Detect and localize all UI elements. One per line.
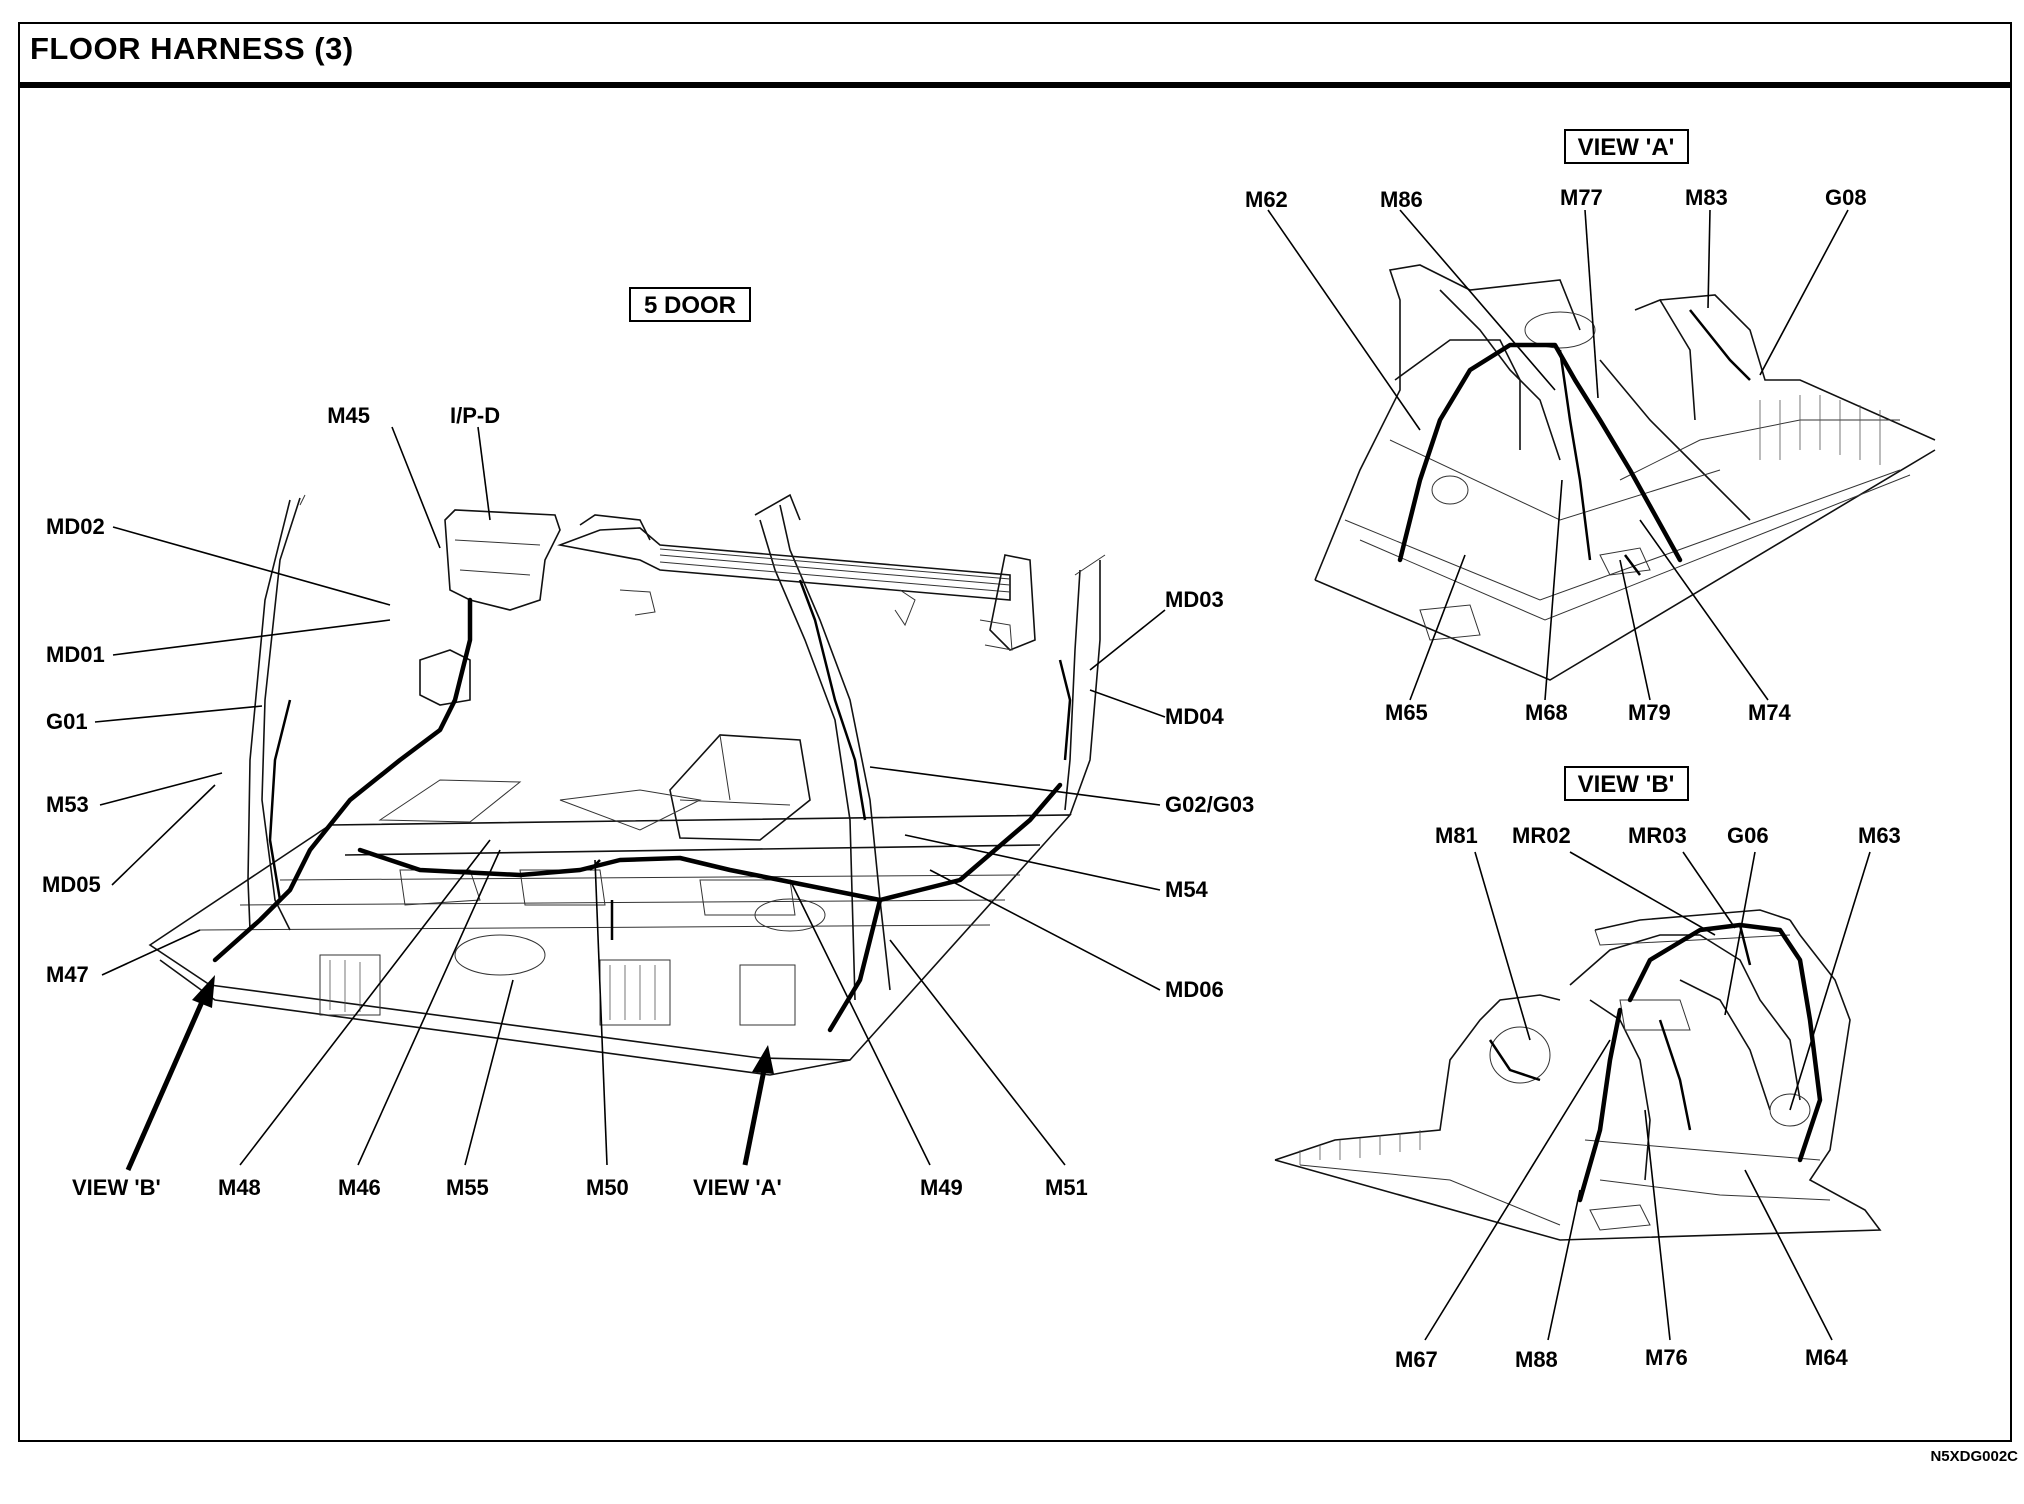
label-m76: M76 xyxy=(1645,1345,1688,1370)
header-rule xyxy=(18,82,2012,88)
label-md01: MD01 xyxy=(46,642,105,667)
label-m49: M49 xyxy=(920,1175,963,1200)
label-m83: M83 xyxy=(1685,185,1728,210)
label-m74: M74 xyxy=(1748,700,1792,725)
view-arrows xyxy=(125,975,774,1172)
label-mr03: MR03 xyxy=(1628,823,1687,848)
ip-crossbar-drawing xyxy=(419,509,1036,706)
floor-harness-route xyxy=(212,579,1072,1033)
view-a-panel: VIEW 'A' xyxy=(1245,129,1936,725)
label-m55: M55 xyxy=(446,1175,489,1200)
label-view-b-ref: VIEW 'B' xyxy=(72,1175,161,1200)
label-md06: MD06 xyxy=(1165,977,1224,1002)
label-m64: M64 xyxy=(1805,1345,1849,1370)
label-g08: G08 xyxy=(1825,185,1867,210)
label-m51: M51 xyxy=(1045,1175,1088,1200)
label-ip-d: I/P-D xyxy=(450,403,500,428)
view-a-drawing xyxy=(1314,264,1936,681)
label-m63: M63 xyxy=(1858,823,1901,848)
view-a-box xyxy=(1564,129,1689,164)
label-mr02: MR02 xyxy=(1512,823,1571,848)
label-m50: M50 xyxy=(586,1175,629,1200)
view-a-harness xyxy=(1397,309,1751,576)
label-md02: MD02 xyxy=(46,514,105,539)
sheet-title: FLOOR HARNESS (3) xyxy=(30,31,354,66)
label-m62: M62 xyxy=(1245,187,1288,212)
main-vehicle-view: 5 DOOR xyxy=(42,287,1254,1200)
label-m77: M77 xyxy=(1560,185,1603,210)
label-m54: M54 xyxy=(1165,877,1209,902)
label-m46: M46 xyxy=(338,1175,381,1200)
main-view-leaders xyxy=(94,426,1166,1166)
view-a-box-label: VIEW 'A' xyxy=(1578,134,1675,161)
five-door-label: 5 DOOR xyxy=(644,292,736,319)
view-b-box xyxy=(1564,766,1689,801)
label-md03: MD03 xyxy=(1165,587,1224,612)
view-b-panel: VIEW 'B' xyxy=(1274,766,1901,1372)
view-b-drawing xyxy=(1274,909,1882,1241)
floor-pan-drawing xyxy=(148,734,1072,1076)
label-m47: M47 xyxy=(46,962,89,987)
view-b-leaders xyxy=(1424,851,1871,1341)
label-md05: MD05 xyxy=(42,872,101,897)
label-md04: MD04 xyxy=(1165,704,1224,729)
label-g01: G01 xyxy=(46,709,88,734)
label-m53: M53 xyxy=(46,792,89,817)
label-m68: M68 xyxy=(1525,700,1568,725)
view-b-box-label: VIEW 'B' xyxy=(1578,771,1675,798)
label-view-a-ref: VIEW 'A' xyxy=(693,1175,782,1200)
label-m81: M81 xyxy=(1435,823,1478,848)
five-door-box xyxy=(629,287,751,322)
view-b-harness xyxy=(1488,922,1823,1203)
label-m48: M48 xyxy=(218,1175,261,1200)
label-m88: M88 xyxy=(1515,1347,1558,1372)
label-m86: M86 xyxy=(1380,187,1423,212)
sheet-border xyxy=(18,22,2012,1442)
label-m65: M65 xyxy=(1385,700,1428,725)
label-m67: M67 xyxy=(1395,1347,1438,1372)
drawing-code: N5XDG002C xyxy=(1930,1448,2018,1465)
view-a-leaders xyxy=(1267,209,1849,701)
label-g02-g03: G02/G03 xyxy=(1165,792,1254,817)
label-m79: M79 xyxy=(1628,700,1671,725)
label-g06: G06 xyxy=(1727,823,1769,848)
label-m45: M45 xyxy=(327,403,370,428)
